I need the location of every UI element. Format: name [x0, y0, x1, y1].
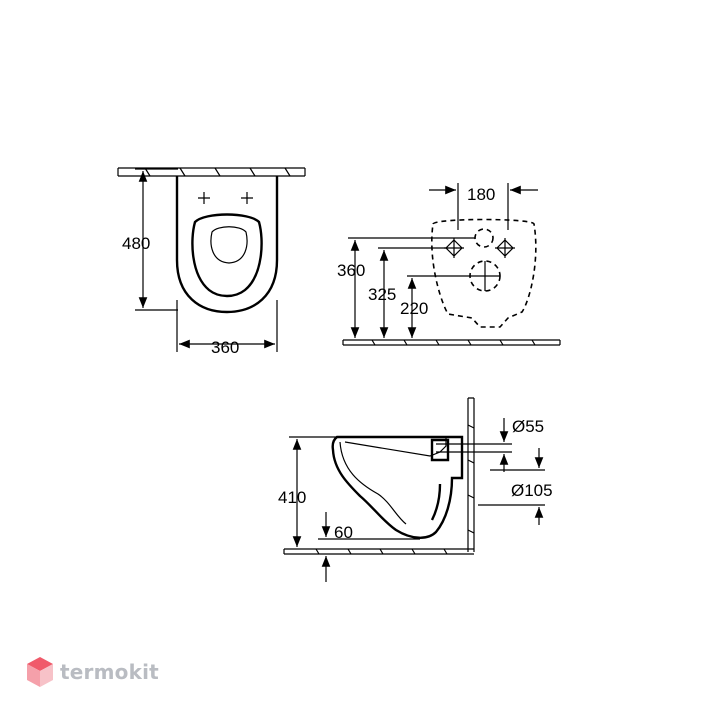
- dimension-325-label: 325: [368, 285, 396, 304]
- top-view: 480 360: [117, 167, 306, 357]
- front-view-mount-crosses: [444, 238, 515, 258]
- top-view-bowl-opening: [210, 226, 248, 264]
- dimension-410: 410: [278, 436, 338, 547]
- dimension-410-label: 410: [278, 488, 306, 507]
- side-view: 410 60 Ø55 Ø105: [278, 397, 553, 582]
- dimension-360-height: 360: [337, 240, 365, 338]
- dimension-60: 60: [318, 512, 420, 582]
- front-view-upper-circle: [474, 228, 494, 248]
- front-view-height-extensions: [348, 237, 475, 277]
- dimension-180-label: 180: [467, 185, 495, 204]
- dimension-d55-label: Ø55: [512, 417, 544, 436]
- top-view-seat: [191, 213, 263, 298]
- front-view: 180 360 325 220: [337, 183, 561, 346]
- dimension-60-label: 60: [334, 523, 353, 542]
- front-view-center-cross: [470, 261, 500, 291]
- top-view-bowl-outline: [175, 176, 279, 314]
- dimension-d105-label: Ø105: [511, 481, 553, 500]
- top-view-wall: [117, 167, 306, 177]
- front-view-floor: [342, 339, 561, 346]
- dimension-480-label: 480: [122, 234, 150, 253]
- dimension-360-width-label: 360: [211, 338, 239, 357]
- dimension-220: 220: [400, 278, 428, 338]
- dimension-360-width: 360: [176, 300, 278, 357]
- dimension-325: 325: [368, 250, 396, 338]
- dimension-480: 480: [122, 168, 178, 311]
- termokit-logo-icon: [27, 657, 53, 687]
- brand-watermark: termokit: [26, 656, 159, 688]
- dimension-220-label: 220: [400, 299, 428, 318]
- dimension-d55: Ø55: [436, 417, 544, 472]
- brand-name: termokit: [60, 660, 159, 684]
- side-view-drain-outlet: [430, 483, 442, 521]
- side-view-bowl-outline: [331, 435, 464, 539]
- dimension-d105: Ø105: [478, 448, 553, 525]
- top-view-bolt-marks: [198, 192, 253, 204]
- side-view-wall: [467, 397, 475, 552]
- side-view-outlet-stub: [430, 438, 450, 462]
- dimension-180: 180: [429, 183, 538, 230]
- dimension-360-height-label: 360: [337, 261, 365, 280]
- front-view-dashed-outline: [431, 218, 537, 328]
- side-view-inner-bowl: [339, 441, 407, 525]
- side-view-floor: [283, 548, 474, 555]
